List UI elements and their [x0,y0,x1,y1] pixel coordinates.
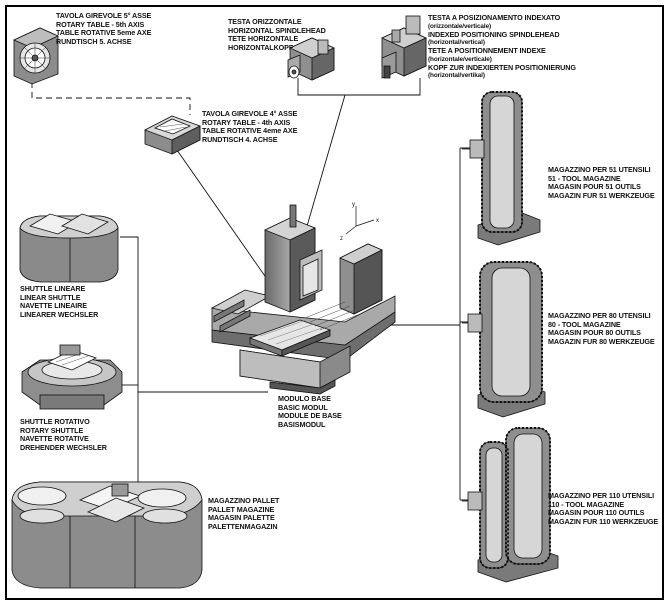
linear-shuttle [19,213,119,283]
label-line: TABLE ROTATIVE 5eme AXE [56,28,152,38]
label-line: MODULE DE BASE [278,411,342,421]
axis-y-label: y [352,202,355,208]
label-line: TETE HORIZONTALE [228,34,299,44]
tool-magazine-110 [462,427,559,583]
basic-module-machine [210,204,396,395]
label-line: ROTARY TABLE - 5th AXIS [56,19,145,29]
label-line: MAGAZZINO PALLET [208,496,280,505]
label-line: SHUTTLE ROTATIVO [20,417,90,426]
label-line: MAGAZIN FUR 51 WERKZEUGE [548,190,655,200]
rotary-table-5th-axis [13,27,59,85]
label-line: HORIZONTALKOPF [228,42,294,52]
tool-magazine-80 [462,261,546,418]
connector-heads [297,78,421,96]
label-line: MAGASIN POUR 51 OUTILS [548,182,641,192]
label-line: HORIZONTAL SPINDLEHEAD [228,25,326,35]
label-line: NAVETTE ROTATIVE [20,434,89,444]
label-line: MAGAZIN FUR 110 WERKZEUGE [548,516,659,526]
label-line: LINEAR SHUTTLE [20,292,81,302]
label-line: KOPF ZUR INDEXIERTEN POSITIONIERUNG [428,62,576,72]
label-pallet-magazine: MAGAZZINO PALLET PALLET MAGAZINE MAGASIN… [208,496,280,531]
label-tool-magazine-51: MAGAZZINO PER 51 UTENSILI 51 - TOOL MAGA… [548,165,655,200]
label-line: MAGASIN PALETTE [208,513,275,523]
label-line: PALETTENMAGAZIN [208,521,278,531]
label-line: SHUTTLE LINEARE [20,284,86,293]
label-horizontal-spindlehead: TESTA ORIZZONTALE HORIZONTAL SPINDLEHEAD… [228,17,326,52]
label-line: DREHENDER WECHSLER [20,442,107,452]
label-line: MAGAZZINO PER 110 UTENSILI [548,491,655,500]
label-tool-magazine-80: MAGAZZINO PER 80 UTENSILI 80 - TOOL MAGA… [548,311,655,346]
axis-triad [345,206,375,235]
label-line: TAVOLA GIREVOLE 5° ASSE [56,11,152,20]
label-basic-module: MODULO BASE BASIC MODUL MODULE DE BASE B… [278,394,342,429]
pallet-magazine [11,481,203,589]
label-line: 110 - TOOL MAGAZINE [548,499,625,509]
label-line: NAVETTE LINEAIRE [20,301,87,311]
rotary-shuttle [21,344,123,410]
label-line: RUNDTISCH 5. ACHSE [56,36,132,46]
label-line: PALLET MAGAZINE [208,504,275,514]
label-rotary-table-4th-axis: TAVOLA GIREVOLE 4° ASSE ROTARY TABLE - 4… [202,109,298,144]
label-line: INDEXED POSITIONING SPINDLEHEAD [428,29,560,39]
indexed-positioning-spindlehead [381,15,427,79]
label-line: MODULO BASE [278,394,331,403]
label-indexed-positioning-spindlehead: TESTA A POSIZIONAMENTO INDEXATO (orizzon… [428,13,576,80]
label-line: TESTA A POSIZIONAMENTO INDEXATO [428,13,561,22]
label-line: BASIC MODUL [278,402,328,412]
label-line: LINEARER WECHSLER [20,309,99,319]
label-line: RUNDTISCH 4. ACHSE [202,134,278,144]
label-line: ROTARY SHUTTLE [20,425,84,435]
label-line: TETE A POSITIONNEMENT INDEXE [428,46,546,56]
label-rotary-table-5th-axis: TAVOLA GIREVOLE 5° ASSE ROTARY TABLE - 5… [56,11,152,46]
label-line: BASISMODUL [278,419,326,429]
label-linear-shuttle: SHUTTLE LINEARE LINEAR SHUTTLE NAVETTE L… [20,284,99,319]
label-line: ROTARY TABLE - 4th AXIS [202,117,291,127]
label-rotary-shuttle: SHUTTLE ROTATIVO ROTARY SHUTTLE NAVETTE … [20,417,107,452]
connector-5th-axis [31,82,191,115]
connector-left-bus [120,236,139,513]
label-line: (horizontal/vertikal) [428,72,485,80]
label-line: MAGAZIN FUR 80 WERKZEUGE [548,336,655,346]
label-tool-magazine-110: MAGAZZINO PER 110 UTENSILI 110 - TOOL MA… [548,491,659,526]
label-line: (horizontale/verticale) [428,55,492,63]
label-line: TABLE ROTATIVE 4eme AXE [202,126,298,136]
label-line: 51 - TOOL MAGAZINE [548,173,621,183]
label-line: MAGASIN POUR 80 OUTILS [548,328,641,338]
label-line: MAGAZZINO PER 80 UTENSILI [548,311,651,320]
label-line: TAVOLA GIREVOLE 4° ASSE [202,109,298,118]
label-line: MAGAZZINO PER 51 UTENSILI [548,165,651,174]
axis-x-label: x [376,218,379,224]
tool-magazine-51 [462,91,541,246]
connector-lines [31,78,478,513]
label-line: TESTA ORIZZONTALE [228,17,302,26]
label-line: (horizontal/vertical) [428,39,485,47]
connector-heads-down [302,94,346,241]
axis-z-label: z [340,236,343,242]
label-line: (orizzontale/verticale) [428,22,492,30]
rotary-table-4th-axis [144,115,202,155]
horizontal-spindlehead [287,37,335,81]
label-line: 80 - TOOL MAGAZINE [548,319,621,329]
label-line: MAGASIN POUR 110 OUTILS [548,508,645,518]
